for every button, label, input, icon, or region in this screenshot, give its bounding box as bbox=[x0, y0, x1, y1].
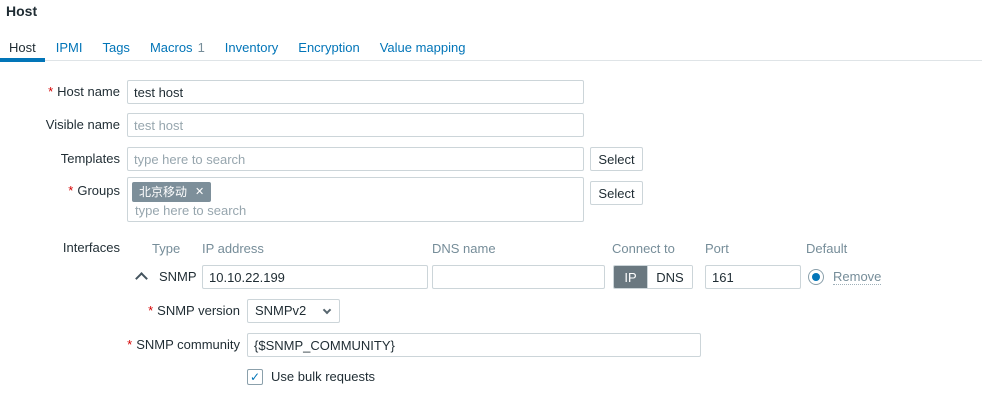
snmp-version-select[interactable]: SNMPv2 bbox=[247, 299, 340, 323]
tab-encryption[interactable]: Encryption bbox=[298, 39, 360, 55]
column-header-connect-to: Connect to bbox=[612, 241, 675, 256]
required-asterisk: * bbox=[48, 84, 54, 99]
host-name-input[interactable] bbox=[127, 80, 584, 104]
templates-label: Templates bbox=[60, 151, 120, 166]
collapse-interface-icon[interactable] bbox=[135, 272, 148, 285]
chevron-down-icon bbox=[322, 305, 332, 315]
tab-value-mapping[interactable]: Value mapping bbox=[379, 39, 466, 55]
snmp-community-label: *SNMP community bbox=[127, 337, 240, 352]
active-tab-underline bbox=[0, 57, 45, 62]
group-chip-label: 北京移动 bbox=[139, 185, 188, 199]
column-header-default: Default bbox=[806, 241, 848, 256]
connect-to-ip-option[interactable]: IP bbox=[614, 266, 647, 288]
remove-interface-link[interactable]: Remove bbox=[833, 269, 882, 285]
tab-ipmi[interactable]: IPMI bbox=[55, 39, 83, 55]
interface-dns-input[interactable] bbox=[432, 265, 605, 289]
macros-count-badge: 1 bbox=[197, 39, 205, 55]
use-bulk-checkbox[interactable]: ✓ bbox=[247, 369, 263, 385]
templates-search-input[interactable] bbox=[127, 147, 584, 171]
interfaces-label: Interfaces bbox=[62, 240, 120, 255]
checkmark-icon: ✓ bbox=[249, 370, 261, 384]
visible-name-input[interactable] bbox=[127, 113, 584, 137]
column-header-type: Type bbox=[152, 241, 181, 256]
interface-port-input[interactable] bbox=[705, 265, 801, 289]
required-asterisk: * bbox=[127, 337, 133, 352]
required-asterisk: * bbox=[68, 183, 74, 198]
radio-dot bbox=[812, 273, 820, 281]
connect-to-toggle: IP DNS bbox=[613, 265, 693, 289]
visible-name-label: Visible name bbox=[45, 117, 120, 132]
column-header-port: Port bbox=[705, 241, 729, 256]
tab-tags[interactable]: Tags bbox=[102, 39, 130, 55]
remove-chip-icon[interactable]: ✕ bbox=[195, 186, 205, 198]
host-name-label: *Host name bbox=[48, 84, 120, 99]
page-title: Host bbox=[6, 3, 38, 19]
groups-label: *Groups bbox=[68, 183, 120, 198]
tab-host[interactable]: Host bbox=[0, 36, 45, 62]
interface-ip-input[interactable] bbox=[202, 265, 428, 289]
groups-placeholder: type here to search bbox=[135, 203, 247, 218]
snmp-version-value: SNMPv2 bbox=[255, 303, 307, 318]
group-chip: 北京移动 ✕ bbox=[132, 182, 212, 202]
column-header-dns: DNS name bbox=[432, 241, 496, 256]
connect-to-dns-option[interactable]: DNS bbox=[647, 266, 692, 288]
templates-select-button[interactable]: Select bbox=[590, 147, 643, 171]
groups-multiselect[interactable]: 北京移动 ✕ type here to search bbox=[127, 177, 584, 222]
column-header-ip: IP address bbox=[202, 241, 264, 256]
snmp-version-label: *SNMP version bbox=[148, 303, 240, 318]
tab-inventory[interactable]: Inventory bbox=[224, 39, 279, 55]
interface-type-text: SNMP bbox=[159, 269, 197, 284]
groups-select-button[interactable]: Select bbox=[590, 181, 643, 205]
required-asterisk: * bbox=[148, 303, 154, 318]
default-interface-radio[interactable] bbox=[808, 269, 824, 285]
snmp-community-input[interactable] bbox=[247, 333, 701, 357]
use-bulk-label: Use bulk requests bbox=[271, 369, 376, 384]
